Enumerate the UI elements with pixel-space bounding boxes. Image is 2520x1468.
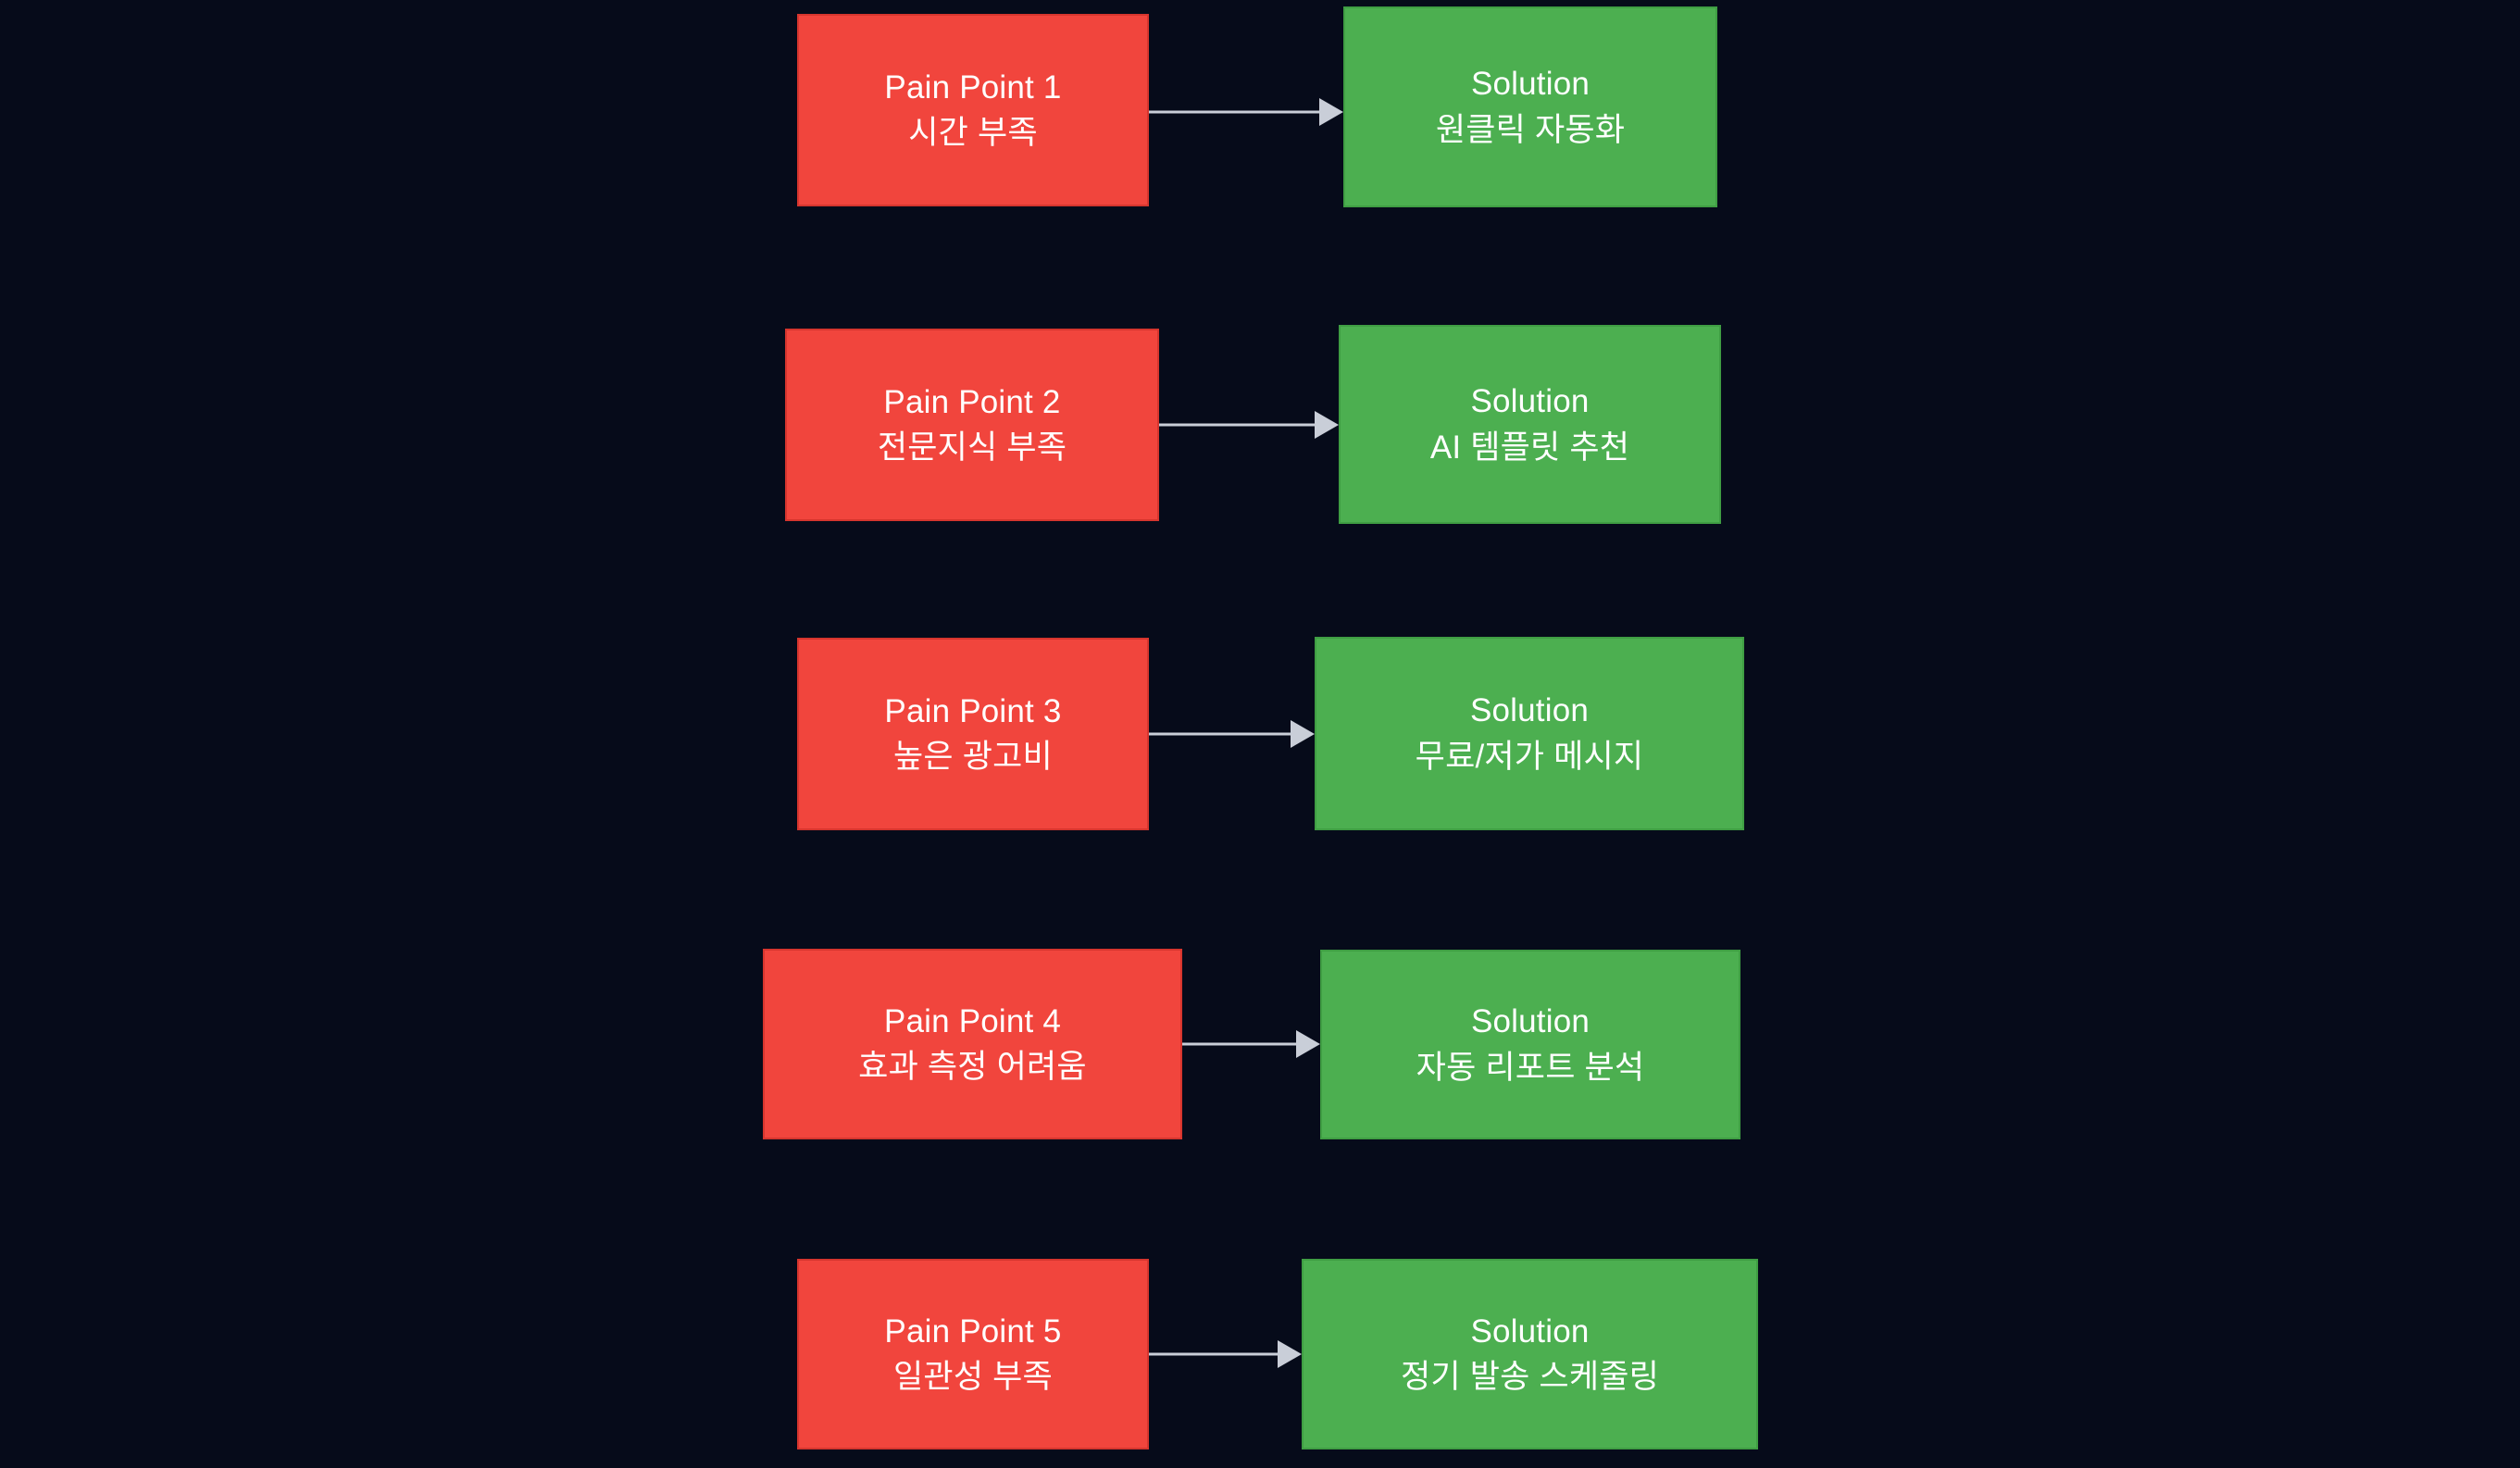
flow-arrow-5 — [1149, 1340, 1302, 1368]
pain-point-title: Pain Point 5 — [884, 1312, 1062, 1350]
arrow-head — [1278, 1340, 1302, 1368]
pain-point-subtitle: 시간 부족 — [908, 115, 1038, 151]
pain-point-title: Pain Point 3 — [884, 692, 1062, 729]
solution-title: Solution — [1470, 66, 1591, 102]
solution-box-1[interactable]: Solution 원클릭 자동화 — [1343, 6, 1717, 207]
solution-subtitle: 자동 리포트 분석 — [1416, 1049, 1645, 1086]
solution-box-4[interactable]: Solution 자동 리포트 분석 — [1320, 950, 1740, 1139]
pain-point-title: Pain Point 1 — [884, 68, 1062, 106]
solution-subtitle: 무료/저가 메시지 — [1415, 738, 1644, 775]
pain-point-subtitle: 높은 광고비 — [893, 739, 1053, 775]
arrow-head — [1296, 1030, 1320, 1058]
solution-box-2[interactable]: Solution AI 템플릿 추천 — [1339, 325, 1721, 524]
solution-title: Solution — [1470, 1312, 1590, 1350]
pain-point-box-2[interactable]: Pain Point 2 전문지식 부족 — [785, 329, 1159, 521]
flow-arrow-1 — [1149, 98, 1343, 126]
solution-box-5[interactable]: Solution 정기 발송 스케줄링 — [1302, 1259, 1758, 1449]
pain-point-box-4[interactable]: Pain Point 4 효과 측정 어려움 — [763, 949, 1182, 1139]
pain-point-box-5[interactable]: Pain Point 5 일관성 부족 — [797, 1259, 1149, 1449]
pain-point-subtitle: 효과 측정 어려움 — [858, 1049, 1087, 1085]
solution-title: Solution — [1470, 383, 1590, 419]
pain-point-box-3[interactable]: Pain Point 3 높은 광고비 — [797, 638, 1149, 830]
arrow-head — [1319, 98, 1343, 126]
flow-arrow-3 — [1149, 720, 1315, 748]
pain-point-subtitle: 전문지식 부족 — [877, 429, 1067, 466]
flow-arrow-4 — [1182, 1030, 1320, 1058]
pain-point-subtitle: 일관성 부족 — [893, 1359, 1053, 1395]
solution-title: Solution — [1469, 692, 1590, 728]
arrow-head — [1315, 411, 1339, 439]
flow-arrow-2 — [1159, 411, 1339, 439]
solution-subtitle: AI 템플릿 추천 — [1429, 429, 1630, 466]
pain-point-box-1[interactable]: Pain Point 1 시간 부족 — [797, 14, 1149, 206]
solution-box-3[interactable]: Solution 무료/저가 메시지 — [1315, 637, 1744, 830]
solution-subtitle: 정기 발송 스케줄링 — [1400, 1359, 1660, 1395]
pain-point-title: Pain Point 2 — [883, 383, 1061, 420]
solution-title: Solution — [1470, 1003, 1591, 1039]
arrow-head — [1291, 720, 1315, 748]
pain-point-title: Pain Point 4 — [883, 1002, 1062, 1039]
solution-subtitle: 원클릭 자동화 — [1435, 111, 1626, 148]
